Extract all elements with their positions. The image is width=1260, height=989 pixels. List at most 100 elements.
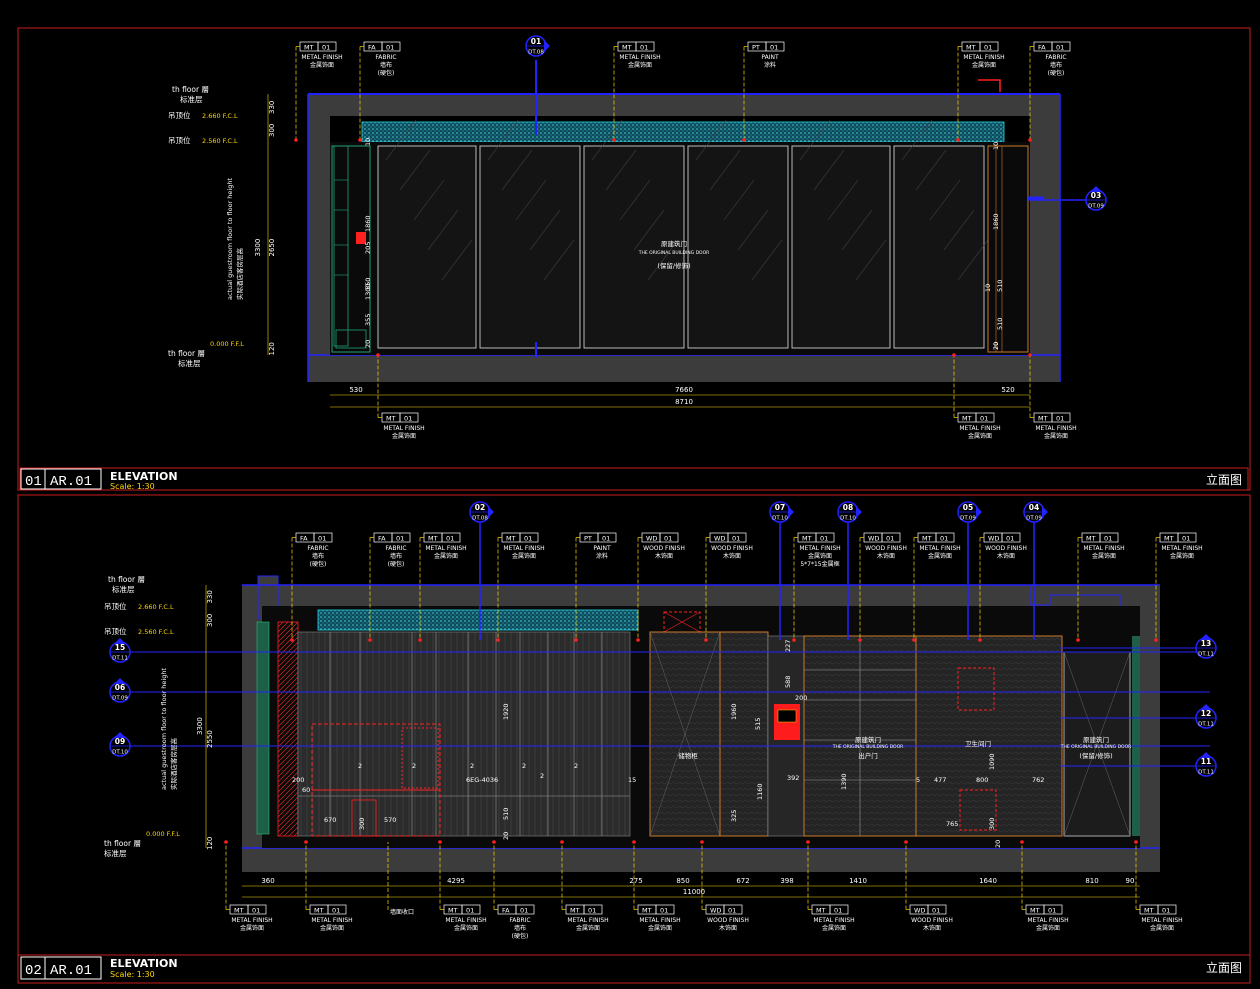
dim-top-h: 520 [1001,386,1014,394]
level-b-floor-en: th floor 層 [104,839,141,848]
mid-material-tag-cn: 金属饰面 [928,552,952,560]
left-cabinet [331,145,371,353]
callout-mid-04-arrow [1042,506,1048,518]
bottom-material-tag-code: WD [914,907,925,915]
dim-top-inner-v: 550 [364,278,372,290]
top-floor-material-tag-dot [376,353,380,357]
note-storage: 储物柜 [678,751,698,760]
mid-material-tag-dot [858,638,862,642]
level-ceil2-value: 2.560 F.C.L [202,137,238,145]
bottom-material-tag-en: METAL FINISH [1141,917,1182,924]
mid-material-tag-num: 01 [886,535,894,543]
dim-bot-inner: 60 [302,786,310,794]
title-bottom-ref: AR.01 [50,963,92,979]
level-b-vertical-cn: 实际酒店客房层高 [169,738,178,791]
mid-material-tag-cn: 木饰面 [997,552,1015,560]
bottom-material-tag-num-box [583,904,603,915]
glass-reflection [619,179,651,221]
mid-material-tag-num: 01 [524,535,532,543]
top-material-tag-cn: 金属饰面 [628,61,652,69]
bottom-material-tag-code: MT [1144,907,1154,915]
top-floor-material-tag-num-box [1051,412,1071,423]
mid-material-tag-dot [418,638,422,642]
annotation-labels: 墙面收口01DT.0803DT.0902DT.0807DT.1008DT.100… [104,35,1217,916]
glass-panel [583,145,685,349]
title-top-scale: Scale: 1:30 [110,482,155,491]
mid-material-tag-sub: (硬包) [388,560,405,568]
mid-material-tag-num: 01 [1182,535,1190,543]
dim-bot-inner: 2 [412,762,416,770]
dim-bot-left-v: 300 [206,614,214,627]
bottom-material-tag-num-box [461,904,481,915]
ceiling-band-top [361,121,1005,143]
mid-material-tag-num-box [313,532,333,543]
top-material-tag-num-box [1051,41,1071,52]
mid-material-tag-dot [574,638,578,642]
mid-material-tag-en: METAL FINISH [919,545,960,552]
bottom-material-tag-num: 01 [588,907,596,915]
mid-material-tag-cn: 木饰面 [655,552,673,560]
note-mid-door2-en: THE ORIGINAL BUILDING DOOR [1060,744,1132,750]
bottom-material-tag-cn: 金属饰面 [576,924,600,932]
bottom-material-tag-num: 01 [466,907,474,915]
level-b-ceil1-label: 吊顶位 [104,601,127,611]
dim-top-inner-v: 20 [364,340,372,348]
top-floor-material-tag-cn: 金属饰面 [1044,432,1068,440]
bottom-material-tag-dot [438,840,442,844]
top-material-tag-en: FABRIC [1045,54,1066,61]
dim-top-inner-v: 10 [364,138,372,146]
top-material-tag-cn: 墙布 [380,61,392,69]
dim-bot-h: 4295 [447,877,465,885]
callout-mid-08-number: 08 [843,503,853,512]
bottom-material-tag-dot [1134,840,1138,844]
bottom-material-tag-code: MT [816,907,826,915]
mid-material-tag-sub: 5*7*15金属框 [800,560,839,568]
callout-mid-07-number: 07 [775,503,785,512]
dim-bot-h: 672 [736,877,749,885]
level-ceil1-value: 2.660 F.C.L [202,112,238,120]
dim-bot-h: 850 [676,877,689,885]
bottom-material-tag-num: 01 [1162,907,1170,915]
bottom-material-tag-en: METAL FINISH [311,917,352,924]
top-material-tag-sub: (硬包) [378,69,395,77]
bottom-material-tag-dot [1020,840,1024,844]
dim-bot-left-v: 120 [206,837,214,850]
top-floor-material-tag-num-box [399,412,419,423]
top-material-tag-dot [956,138,960,142]
mid-material-tag-en: WOOD FINISH [985,545,1027,552]
bottom-material-tag-num-box [723,904,743,915]
mid-material-tag-dot [1076,638,1080,642]
mid-material-tag-num-box [1001,532,1021,543]
callout-mid-08-arrow [856,506,862,518]
top-floor-material-tag-num: 01 [1056,415,1064,423]
mid-material-tag-en: METAL FINISH [1083,545,1124,552]
dim-top-right-v: 20 [992,342,1000,350]
top-floor-material-tag-num-box [975,412,995,423]
bottom-material-tag-code: WD [710,907,721,915]
mid-material-tag-dot [792,638,796,642]
dim-bot-inner: 2 [522,762,526,770]
level-vertical-en: actual guestroom floor to floor height [226,178,234,300]
glass-reflection [915,149,947,191]
dim-bot-inner: 570 [384,816,396,824]
mid-material-tag-num: 01 [396,535,404,543]
callout-left-09-ref: DT.10 [112,750,128,756]
dim-top-left-v: 3300 [254,239,262,257]
level-b-ceil2-value: 2.560 F.C.L [138,628,174,636]
dim-bot-inner: 20 [502,832,510,840]
callout-top-01-number: 01 [531,37,541,46]
mid-material-tag-code: MT [506,535,516,543]
glass-reflection [501,149,533,191]
glass-panels-top [377,119,989,358]
glass-reflection [647,239,679,281]
top-floor-material-tag-cn: 金属饰面 [968,432,992,440]
title-bottom-scale: Scale: 1:30 [110,970,155,979]
mid-material-tag-dot [978,638,982,642]
dim-top-right-v: 20 [992,342,1000,350]
dim-bot-inner: 392 [787,774,799,782]
dim-bot-inner: 227 [784,640,792,652]
mid-material-tag-num: 01 [602,535,610,543]
title-bottom-number: 02 [25,963,42,979]
dim-bot-h: 398 [780,877,793,885]
